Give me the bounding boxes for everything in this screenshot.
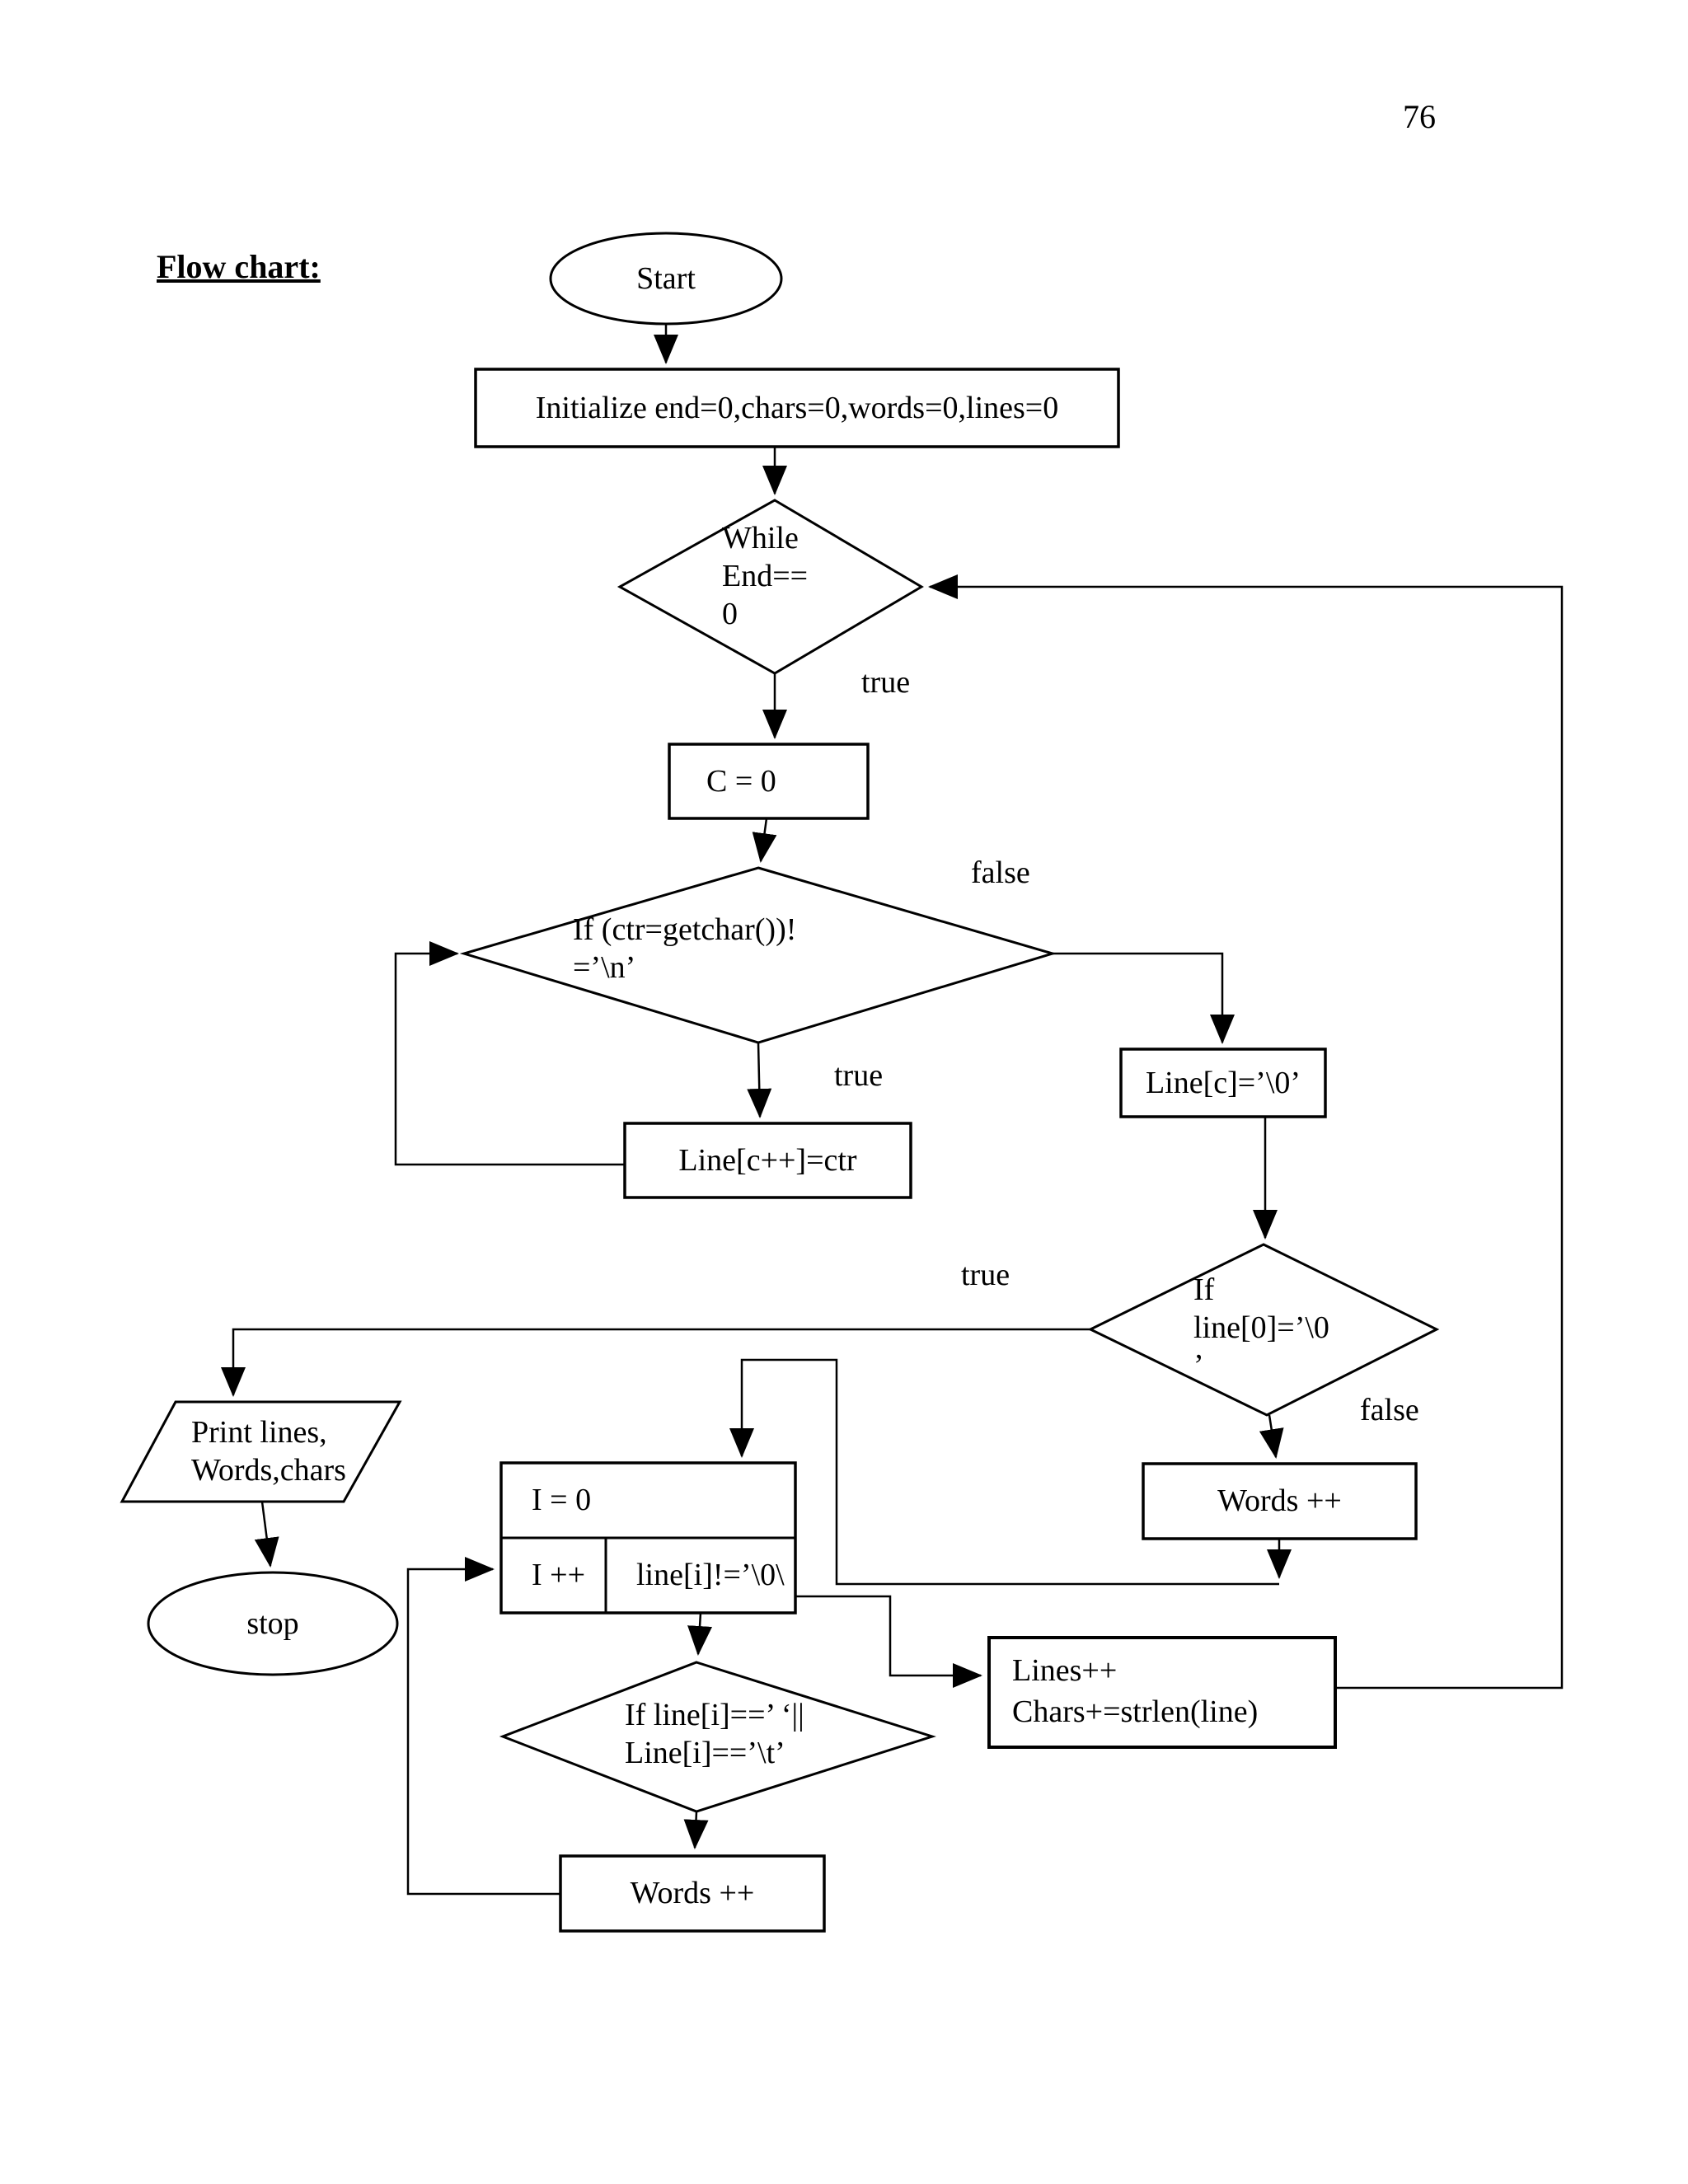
- arrow-c0-to-getchar: [752, 818, 777, 863]
- line0-false-branch-label: false: [1360, 1393, 1419, 1427]
- start-label: Start: [636, 261, 696, 296]
- lines-chars-label-line1: Lines++: [1012, 1653, 1118, 1688]
- arrow-print-to-stop: [254, 1501, 279, 1568]
- init-process-box: [474, 368, 1120, 448]
- arrow-feedback-to-while: [928, 574, 1564, 1690]
- lines-chars-process-box: [987, 1636, 1337, 1749]
- arrow-itable-to-tab-decision: [687, 1612, 713, 1656]
- line0-true-branch-label: true: [961, 1258, 1010, 1292]
- print-label-line1: Print lines,: [191, 1415, 327, 1450]
- line0-label-line3: ’: [1193, 1348, 1204, 1383]
- page-number: 76: [1403, 98, 1436, 135]
- arrow-getchar-false-to-linecnull: [1053, 952, 1235, 1044]
- stop-label: stop: [246, 1606, 299, 1641]
- line0-label-line1: If: [1193, 1272, 1215, 1307]
- c-zero-label: C = 0: [706, 764, 776, 799]
- print-io-parallelogram: [120, 1400, 402, 1503]
- print-label-line2: Words,chars: [191, 1453, 346, 1488]
- arrow-assign-loopback-to-getchar: [394, 941, 625, 1166]
- stop-terminator: [147, 1571, 399, 1676]
- line-c-null-process-box: [1119, 1047, 1327, 1118]
- page-heading: Flow chart:: [157, 248, 321, 285]
- arrow-merge-to-itable: [729, 1358, 1279, 1586]
- while-label-line3: 0: [722, 597, 738, 631]
- arrow-words-loopback-to-ipp: [406, 1557, 565, 1896]
- getchar-label-line1: If (ctr=getchar())!: [573, 912, 797, 947]
- while-true-branch-label: true: [861, 665, 911, 700]
- line0-decision-diamond: [1087, 1243, 1440, 1417]
- words-inc-right-label: Words ++: [1217, 1483, 1342, 1518]
- getchar-label-line2: =’\n’: [573, 950, 636, 985]
- space-tab-label-line2: Line[i]==’\t’: [625, 1736, 785, 1770]
- line-c-assign-label: Line[c++]=ctr: [678, 1143, 857, 1178]
- lines-chars-label-line2: Chars+=strlen(line): [1012, 1694, 1259, 1729]
- i-condition-label: line[i]!=’\0\: [636, 1558, 785, 1592]
- space-tab-label-line1: If line[i]==’ ‘||: [625, 1698, 804, 1732]
- i-increment-label: I ++: [532, 1558, 586, 1592]
- init-label: Initialize end=0,chars=0,words=0,lines=0: [535, 391, 1059, 425]
- words-inc-bottom-label: Words ++: [630, 1876, 755, 1910]
- while-label-line2: End==: [722, 559, 809, 593]
- arrow-tab-true-to-words: [683, 1811, 709, 1849]
- c-zero-process-box: [668, 743, 870, 820]
- line-c-assign-process-box: [623, 1122, 912, 1199]
- getchar-decision-diamond: [459, 866, 1057, 1044]
- while-label-line1: While: [722, 521, 799, 555]
- space-tab-decision-diamond: [499, 1661, 936, 1813]
- i-init-label: I = 0: [532, 1483, 592, 1517]
- getchar-true-branch-label: true: [834, 1058, 884, 1093]
- getchar-false-branch-label: false: [971, 855, 1030, 890]
- arrow-line0-false-to-words: [1259, 1414, 1284, 1459]
- line-c-null-label: Line[c]=’\0’: [1145, 1066, 1301, 1100]
- start-terminator: [549, 232, 783, 326]
- line0-label-line2: line[0]=’\0: [1193, 1310, 1329, 1345]
- arrow-getchar-true-to-assign: [747, 1042, 772, 1118]
- words-inc-right-process-box: [1142, 1462, 1418, 1540]
- words-inc-bottom-process-box: [559, 1854, 826, 1933]
- while-decision-diamond: [617, 499, 924, 675]
- arrow-itable-exit-to-linesbox: [795, 1595, 982, 1688]
- arrow-line0-true-to-print: [221, 1328, 1090, 1397]
